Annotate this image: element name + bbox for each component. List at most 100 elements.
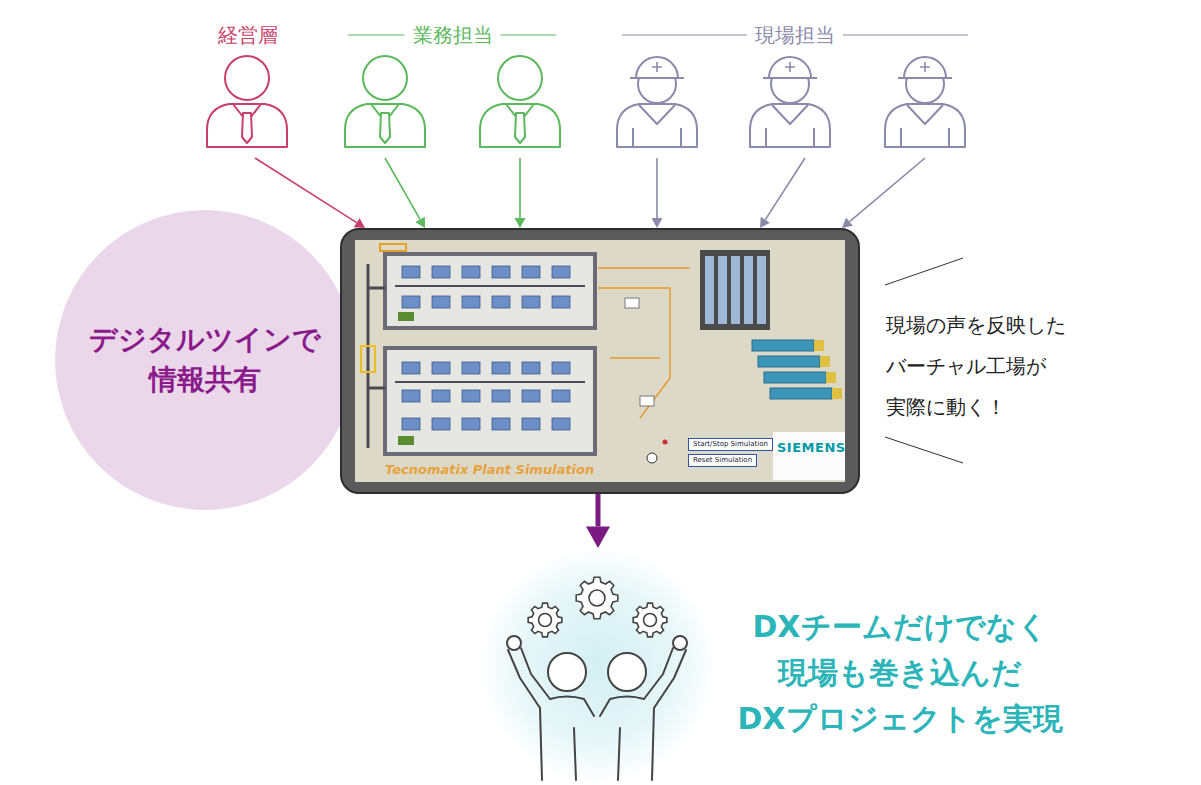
- person-hand: [507, 636, 521, 650]
- result-circle-node: DXチームだけでなく 現場も巻き込んだ DXプロジェクトを実現: [470, 548, 1080, 785]
- person-tie: [242, 113, 252, 143]
- person-head: [608, 653, 646, 691]
- group-label: 業務担当: [413, 22, 493, 48]
- machine: [402, 362, 420, 374]
- machine: [402, 418, 420, 430]
- person-arm: [521, 648, 550, 699]
- machine: [462, 266, 480, 278]
- person-collar: [901, 105, 949, 147]
- machine: [552, 296, 570, 308]
- machine: [492, 362, 510, 374]
- helmet-dome: [904, 57, 946, 78]
- stakeholder-group: 現場担当: [615, 22, 975, 158]
- group-bracket-line: [622, 35, 747, 36]
- callout-text: 現場の声を反映した バーチャル工場が 実際に動く！: [886, 305, 1136, 428]
- person-body: [750, 104, 830, 147]
- stakeholder-group: 業務担当: [340, 22, 565, 158]
- machine: [462, 362, 480, 374]
- person-tie: [515, 113, 525, 143]
- group-label: 現場担当: [755, 22, 835, 48]
- person-body: [207, 104, 287, 147]
- person-icons: [207, 56, 965, 147]
- helmet-dome: [769, 57, 811, 78]
- stakeholder-group: 経営層: [200, 22, 295, 158]
- person-body: [885, 104, 965, 147]
- machine: [552, 418, 570, 430]
- screen-text: Start/Stop Simulation: [688, 438, 773, 451]
- screen-text: Reset Simulation: [688, 454, 757, 467]
- work-table: [640, 396, 654, 406]
- helmet-dome: [636, 57, 678, 78]
- monitor-screen: [355, 240, 845, 482]
- flow-arrow: [765, 158, 805, 220]
- machine: [432, 296, 450, 308]
- power-line: [598, 268, 690, 418]
- manager-icon: [480, 56, 560, 147]
- flow-arrow: [385, 158, 420, 219]
- truck-cab: [832, 388, 842, 399]
- person-hand: [673, 636, 687, 650]
- pallet: [398, 436, 414, 445]
- worker-icon: [617, 57, 697, 147]
- machine: [492, 296, 510, 308]
- team-icon: [507, 636, 687, 780]
- machine: [462, 418, 480, 430]
- gear-icon: [576, 577, 618, 619]
- rack-panel: [744, 256, 753, 324]
- node-text: DXチームだけでなく 現場も巻き込んだ DXプロジェクトを実現: [720, 604, 1080, 742]
- machine: [402, 266, 420, 278]
- machine: [522, 266, 540, 278]
- factory-hall: [385, 254, 595, 328]
- manager-icon: [345, 56, 425, 147]
- logo-area: [773, 432, 845, 480]
- flow-arrow: [850, 158, 925, 222]
- gear-hole: [539, 614, 552, 627]
- machine: [552, 362, 570, 374]
- machine: [432, 418, 450, 430]
- person-tie: [380, 113, 390, 143]
- concept-circle-shape: [55, 210, 355, 510]
- group-bracket-line: [843, 35, 968, 36]
- gear-icons: [528, 577, 667, 637]
- rack-building: [700, 250, 770, 330]
- truck-cab: [820, 356, 830, 367]
- result-circle: [481, 548, 715, 782]
- machine: [432, 362, 450, 374]
- truck-body: [752, 340, 814, 351]
- conveyor: [368, 264, 385, 448]
- truck-body: [764, 372, 826, 383]
- person-head: [548, 653, 586, 691]
- person-collar: [766, 105, 814, 147]
- gear-hole: [644, 614, 657, 627]
- person-collar: [633, 105, 681, 147]
- helmet-brim: [630, 77, 684, 79]
- factory-hall: [385, 348, 595, 454]
- machine: [492, 390, 510, 402]
- person-body: [540, 697, 594, 781]
- person-head: [363, 56, 407, 100]
- helmet-cross: [652, 62, 662, 72]
- screen-text: Tecnomatix Plant Simulation: [385, 462, 594, 477]
- person-arm: [644, 648, 673, 699]
- machine: [402, 390, 420, 402]
- rack-panel: [757, 256, 766, 324]
- person-body: [345, 104, 425, 147]
- rack-panel: [705, 256, 714, 324]
- screen-text: SIEMENS: [777, 440, 846, 456]
- callout-line: [885, 437, 963, 463]
- group-label: 経営層: [218, 22, 278, 48]
- plant-model: [361, 244, 845, 480]
- conveyor: [395, 285, 585, 287]
- machine: [462, 296, 480, 308]
- group-bracket-line: [348, 35, 405, 36]
- worker-icon: [750, 57, 830, 147]
- machine: [522, 390, 540, 402]
- helmet-cross: [785, 62, 795, 72]
- manager-icon: [207, 56, 287, 147]
- truck-body: [758, 356, 820, 367]
- flow-arrow: [255, 158, 357, 223]
- person-right: [600, 636, 687, 780]
- gear-hole: [589, 590, 605, 606]
